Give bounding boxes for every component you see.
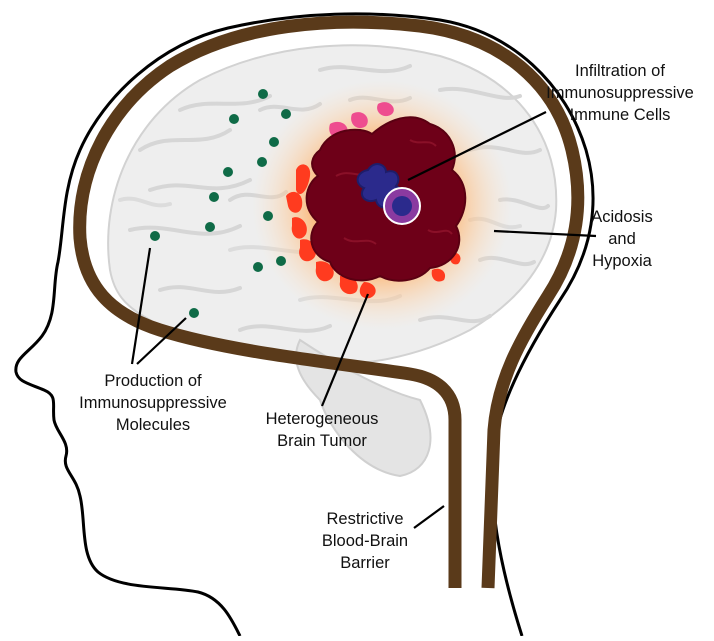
molecule-dot — [150, 231, 160, 241]
label-infiltration-line2: Immunosuppressive — [530, 82, 710, 104]
molecule-dot — [205, 222, 215, 232]
molecule-dot — [223, 167, 233, 177]
label-infiltration-line1: Infiltration of — [530, 60, 710, 82]
purple-immune-cell-nucleus — [392, 196, 412, 216]
label-acidosis-line3: Hypoxia — [574, 250, 670, 272]
molecule-dot — [281, 109, 291, 119]
label-tumor: Heterogeneous Brain Tumor — [252, 408, 392, 452]
label-production: Production of Immunosuppressive Molecule… — [58, 370, 248, 436]
label-acidosis-line1: Acidosis — [574, 206, 670, 228]
molecule-dot — [258, 89, 268, 99]
label-bbb-line1: Restrictive — [300, 508, 430, 530]
molecule-dot — [209, 192, 219, 202]
label-bbb: Restrictive Blood-Brain Barrier — [300, 508, 430, 574]
label-tumor-line2: Brain Tumor — [252, 430, 392, 452]
label-acidosis: Acidosis and Hypoxia — [574, 206, 670, 272]
label-tumor-line1: Heterogeneous — [252, 408, 392, 430]
label-infiltration: Infiltration of Immunosuppressive Immune… — [530, 60, 710, 126]
molecule-dot — [269, 137, 279, 147]
label-acidosis-line2: and — [574, 228, 670, 250]
label-bbb-line2: Blood-Brain — [300, 530, 430, 552]
molecule-dot — [253, 262, 263, 272]
molecule-dot — [189, 308, 199, 318]
label-production-line2: Immunosuppressive — [58, 392, 248, 414]
label-production-line3: Molecules — [58, 414, 248, 436]
molecule-dot — [229, 114, 239, 124]
molecule-dot — [276, 256, 286, 266]
label-infiltration-line3: Immune Cells — [530, 104, 710, 126]
molecule-dot — [263, 211, 273, 221]
label-bbb-line3: Barrier — [300, 552, 430, 574]
molecule-dot — [257, 157, 267, 167]
label-production-line1: Production of — [58, 370, 248, 392]
